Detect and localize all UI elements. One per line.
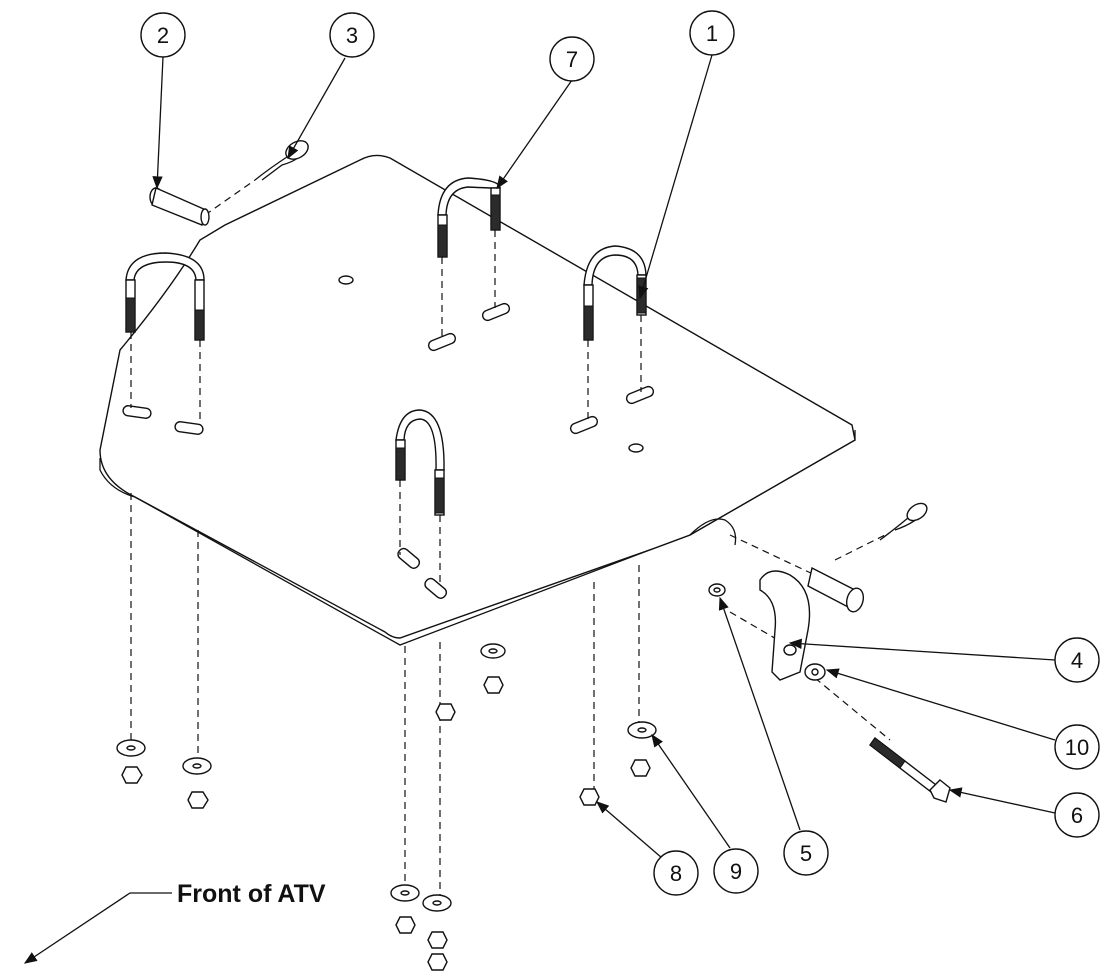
mounting-plate [99,154,856,646]
front-direction-indicator: Front of ATV [23,880,326,964]
u-bolt-center [395,409,445,516]
hair-pin-clip-top [254,140,309,181]
u-bolt-top [437,177,501,258]
callout-6: 6 [1054,792,1100,838]
callout-8-number: 8 [670,861,682,886]
callout-2-number: 2 [157,23,169,48]
callout-1-number: 1 [706,21,718,46]
clevis-pin-top [149,187,210,226]
callout-7: 7 [549,36,595,82]
callout-5: 5 [783,830,829,876]
callout-4-number: 4 [1071,648,1083,673]
callout-3: 3 [329,12,375,58]
callout-4: 4 [1054,637,1100,683]
hitch-clamp [759,570,811,681]
callout-5-number: 5 [800,841,812,866]
leader-lines [152,54,1056,859]
hair-pin-clip-right [879,502,928,541]
callout-2: 2 [140,12,186,58]
washer-small [708,583,726,597]
u-bolt-left [125,252,205,341]
callout-6-number: 6 [1071,803,1083,828]
callout-1: 1 [689,10,735,56]
front-of-atv-label: Front of ATV [177,880,326,908]
hex-bolt [869,737,951,803]
u-bolts [125,177,647,516]
callout-8: 8 [653,850,699,896]
assembly-lines [130,179,891,897]
clevis-pin-right [807,566,865,613]
callout-10: 10 [1054,724,1100,770]
front-direction-arrow [23,892,172,964]
washers-and-nuts [116,643,657,971]
callout-9-number: 9 [730,859,742,884]
washer-bolt [804,663,826,681]
callout-3-number: 3 [346,23,358,48]
callout-9: 9 [713,848,759,894]
callout-10-number: 10 [1065,735,1089,760]
callout-7-number: 7 [566,47,578,72]
